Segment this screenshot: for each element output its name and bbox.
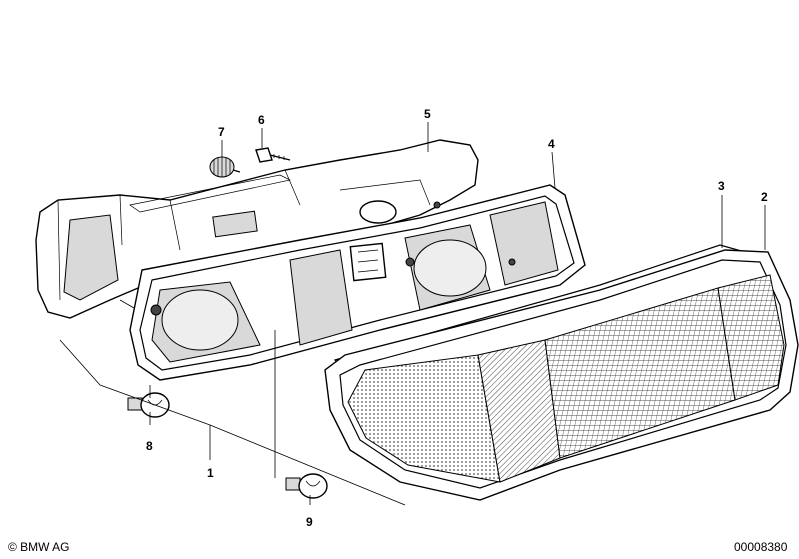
diagram-number: 00008380 [734, 540, 788, 554]
screw-part-6 [255, 147, 291, 163]
callout-9: 9 [306, 515, 313, 529]
nut-part-7 [209, 156, 241, 178]
bulb-part-8 [127, 392, 170, 418]
callout-2: 2 [761, 190, 768, 204]
callout-7: 7 [218, 125, 225, 139]
leader-lines [59, 122, 766, 506]
callout-6: 6 [258, 113, 265, 127]
callout-5: 5 [424, 107, 431, 121]
callout-1: 1 [207, 466, 214, 480]
callout-4: 4 [548, 137, 555, 151]
callout-3: 3 [718, 179, 725, 193]
lens-part-2 [324, 249, 799, 501]
bulb-carrier-part-4 [129, 184, 586, 381]
callout-labels: 1 2 3 4 5 6 7 8 9 [146, 107, 768, 529]
bulb-part-9 [285, 473, 328, 499]
copyright-text: © BMW AG [8, 540, 70, 554]
callout-8: 8 [146, 439, 153, 453]
